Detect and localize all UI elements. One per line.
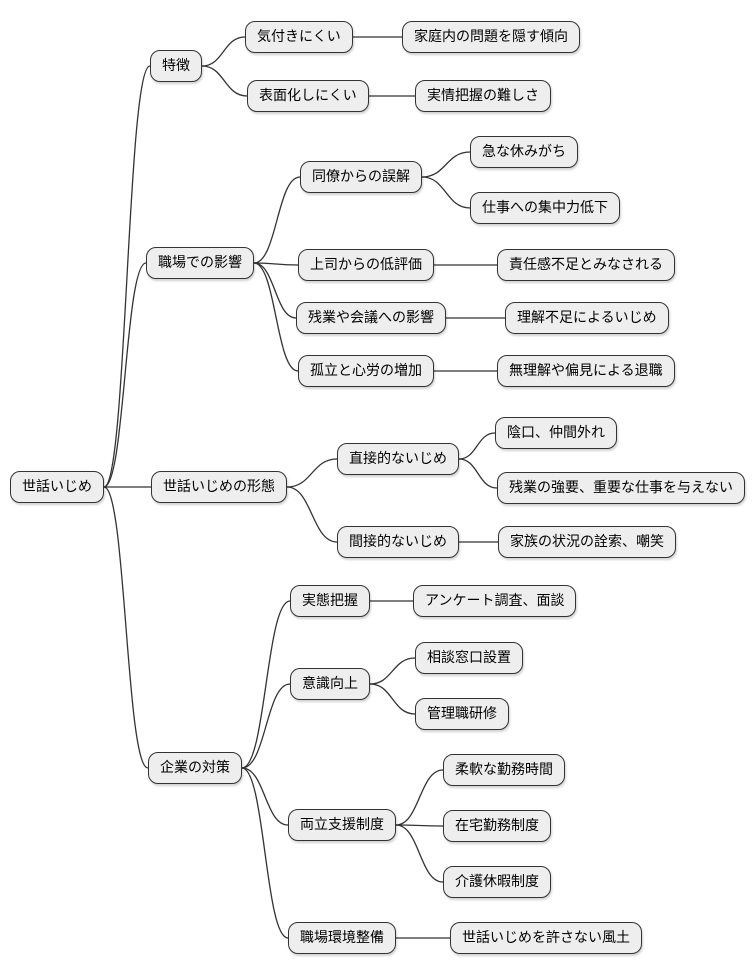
- edge-awareness-to-manager-training: [369, 683, 416, 715]
- node-consultation-desk[interactable]: 相談窓口設置: [415, 642, 523, 674]
- node-root[interactable]: 世話いじめ: [10, 471, 104, 503]
- edge-coworker-misunderstanding-to-sudden-absences: [421, 151, 471, 178]
- node-isolation-stress[interactable]: 孤立と心労の増加: [298, 355, 434, 387]
- node-low-evaluation[interactable]: 上司からの低評価: [298, 249, 434, 281]
- edge-root-to-workplace-impact: [103, 262, 147, 488]
- edge-support-systems-to-flexible-hours: [395, 769, 444, 826]
- node-manager-training[interactable]: 管理職研修: [415, 698, 509, 730]
- node-direct-bullying[interactable]: 直接的ないじめ: [337, 443, 459, 475]
- edge-workplace-impact-to-low-evaluation: [253, 262, 299, 266]
- node-indirect-bullying[interactable]: 間接的ないじめ: [337, 526, 459, 558]
- edge-direct-bullying-to-forced-overtime: [458, 458, 498, 489]
- edge-awareness-to-consultation-desk: [369, 657, 416, 685]
- edge-workplace-impact-to-overtime-meetings: [253, 262, 297, 319]
- edge-support-systems-to-remote-work: [395, 824, 444, 827]
- node-workplace-impact[interactable]: 職場での影響: [146, 247, 254, 279]
- node-bullying-misunderstanding[interactable]: 理解不足によるいじめ: [505, 302, 669, 334]
- node-overtime-meetings[interactable]: 残業や会議への影響: [296, 302, 446, 334]
- edge-company-measures-to-environment: [241, 767, 289, 939]
- node-sudden-absences[interactable]: 急な休みがち: [470, 136, 578, 168]
- edge-company-measures-to-awareness: [241, 683, 291, 769]
- edge-support-systems-to-care-leave: [395, 824, 444, 883]
- node-care-leave[interactable]: 介護休暇制度: [443, 866, 551, 898]
- node-prying-mockery[interactable]: 家族の状況の詮索、嘲笑: [498, 526, 676, 558]
- node-hard-to-notice[interactable]: 気付きにくい: [245, 21, 353, 53]
- edge-root-to-company-measures: [103, 486, 149, 769]
- node-environment[interactable]: 職場環境整備: [288, 922, 396, 954]
- node-surveys-interviews[interactable]: アンケート調査、面談: [413, 585, 577, 617]
- node-awareness[interactable]: 意識向上: [290, 668, 370, 700]
- node-remote-work[interactable]: 在宅勤務制度: [443, 810, 551, 842]
- node-difficulty-grasping[interactable]: 実情把握の難しさ: [415, 80, 551, 112]
- node-gossip-exclusion[interactable]: 陰口、仲間外れ: [495, 417, 617, 449]
- edge-forms-to-indirect-bullying: [286, 486, 338, 543]
- node-flexible-hours[interactable]: 柔軟な勤務時間: [443, 754, 565, 786]
- node-features[interactable]: 特徴: [150, 50, 202, 82]
- node-support-systems[interactable]: 両立支援制度: [288, 809, 396, 841]
- node-resignation[interactable]: 無理解や偏見による退職: [497, 355, 675, 387]
- edge-forms-to-direct-bullying: [286, 458, 338, 488]
- node-company-measures[interactable]: 企業の対策: [148, 752, 242, 784]
- edge-company-measures-to-support-systems: [241, 767, 289, 826]
- edge-coworker-misunderstanding-to-reduced-concentration: [421, 176, 471, 209]
- node-hide-family-problems[interactable]: 家庭内の問題を隠す傾向: [402, 21, 580, 53]
- node-reduced-concentration[interactable]: 仕事への集中力低下: [470, 192, 620, 224]
- edge-workplace-impact-to-coworker-misunderstanding: [253, 176, 301, 264]
- node-coworker-misunderstanding[interactable]: 同僚からの誤解: [300, 161, 422, 193]
- edge-direct-bullying-to-gossip-exclusion: [458, 432, 496, 460]
- edge-root-to-features: [103, 65, 151, 488]
- node-seen-as-irresponsible[interactable]: 責任感不足とみなされる: [497, 249, 675, 281]
- node-fact-finding[interactable]: 実態把握: [290, 585, 370, 617]
- node-hard-to-surface[interactable]: 表面化しにくい: [247, 80, 369, 112]
- node-forced-overtime[interactable]: 残業の強要、重要な仕事を与えない: [497, 472, 745, 504]
- node-forms[interactable]: 世話いじめの形態: [151, 471, 287, 503]
- node-no-tolerance-culture[interactable]: 世話いじめを許さない風土: [450, 922, 642, 954]
- edge-company-measures-to-fact-finding: [241, 600, 291, 769]
- edge-features-to-hard-to-surface: [201, 65, 248, 97]
- edge-workplace-impact-to-isolation-stress: [253, 262, 299, 372]
- edge-features-to-hard-to-notice: [201, 36, 246, 67]
